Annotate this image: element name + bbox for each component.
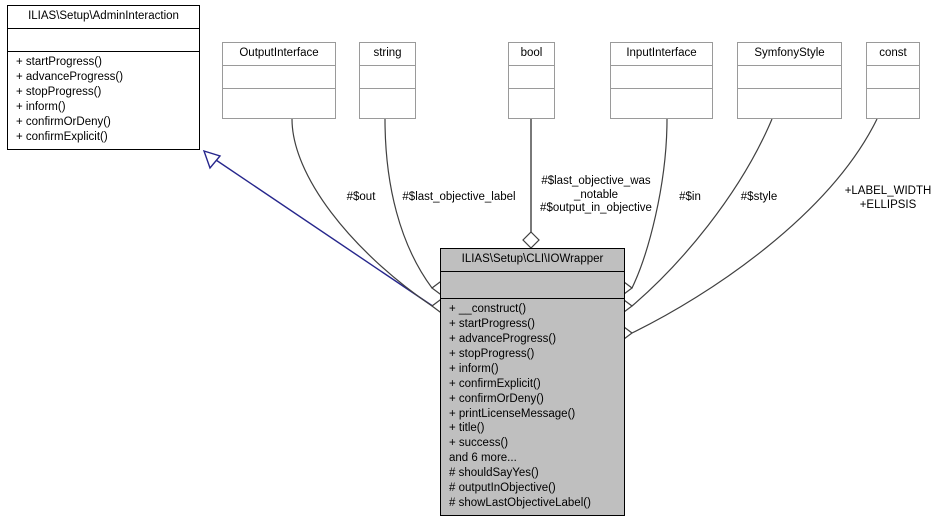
edge-const	[615, 118, 878, 340]
operation-item: + startProgress()	[449, 317, 535, 330]
node-io-wrapper[interactable]: ILIAS\Setup\CLI\IOWrapper + __construct(…	[440, 248, 625, 517]
edge-label-last-objective-label: #$last_objective_label	[402, 191, 516, 203]
node-const-title: const	[867, 43, 919, 66]
operation-item: + confirmOrDeny()	[449, 392, 544, 405]
node-string-title: string	[360, 43, 415, 66]
node-const-attributes	[867, 66, 919, 89]
edge-output-interface	[291, 118, 449, 313]
operation-item: # outputInObjective()	[449, 482, 556, 495]
node-admin-interaction-attributes	[8, 29, 199, 52]
node-symfony-style-title: SymfonyStyle	[738, 43, 841, 66]
edge-label-constants: +LABEL_WIDTH +ELLIPSIS	[844, 185, 932, 211]
operation-item: + confirmExplicit()	[449, 377, 541, 390]
node-bool-operations	[509, 89, 554, 118]
edge-label-out: #$out	[346, 191, 376, 203]
node-input-interface[interactable]: InputInterface	[610, 42, 713, 119]
operation-item: + advanceProgress()	[449, 332, 557, 345]
node-io-wrapper-operations: + __construct() + startProgress() + adva…	[441, 299, 624, 515]
operation-more-indicator: and 6 more...	[449, 452, 517, 465]
operation-item: + printLicenseMessage()	[449, 407, 576, 420]
node-input-interface-attributes	[611, 66, 712, 89]
edge-label-last-objective-was-notable: #$last_objective_was _notable #$output_i…	[540, 175, 652, 215]
operation-item: + title()	[449, 422, 485, 435]
operation-item: # shouldSayYes()	[449, 467, 539, 480]
node-output-interface-operations	[223, 89, 335, 118]
node-admin-interaction-operations: + startProgress() + advanceProgress() + …	[8, 52, 199, 149]
operation-item: + success()	[449, 437, 509, 450]
node-output-interface[interactable]: OutputInterface	[222, 42, 336, 119]
operation-item: + stopProgress()	[449, 347, 535, 360]
operation-item: + inform()	[449, 362, 499, 375]
operation-item: # showLastObjectiveLabel()	[449, 497, 591, 510]
node-bool[interactable]: bool	[508, 42, 555, 119]
edge-string	[384, 118, 449, 295]
edge-label-in: #$in	[679, 191, 701, 203]
operation-item: + startProgress()	[16, 55, 102, 68]
node-string[interactable]: string	[359, 42, 416, 119]
node-bool-title: bool	[509, 43, 554, 66]
operation-item: + stopProgress()	[16, 85, 102, 98]
node-admin-interaction-title: ILIAS\Setup\AdminInteraction	[8, 6, 199, 29]
edge-inheritance-adminInteraction	[202, 149, 441, 312]
node-bool-attributes	[509, 66, 554, 89]
node-symfony-style-operations	[738, 89, 841, 118]
operation-item: + __construct()	[449, 302, 527, 315]
operation-item: + inform()	[16, 100, 66, 113]
node-io-wrapper-attributes	[441, 272, 624, 299]
operation-item: + confirmOrDeny()	[16, 115, 111, 128]
node-io-wrapper-title: ILIAS\Setup\CLI\IOWrapper	[441, 249, 624, 272]
node-const[interactable]: const	[866, 42, 920, 119]
node-const-operations	[867, 89, 919, 118]
node-input-interface-title: InputInterface	[611, 43, 712, 66]
node-symfony-style[interactable]: SymfonyStyle	[737, 42, 842, 119]
node-string-operations	[360, 89, 415, 118]
node-admin-interaction[interactable]: ILIAS\Setup\AdminInteraction + startProg…	[7, 5, 200, 150]
operation-item: + advanceProgress()	[16, 70, 124, 83]
operation-item: + confirmExplicit()	[16, 130, 108, 143]
node-symfony-style-attributes	[738, 66, 841, 89]
node-input-interface-operations	[611, 89, 712, 118]
node-string-attributes	[360, 66, 415, 89]
edge-label-style: #$style	[740, 191, 778, 203]
node-output-interface-attributes	[223, 66, 335, 89]
node-output-interface-title: OutputInterface	[223, 43, 335, 66]
